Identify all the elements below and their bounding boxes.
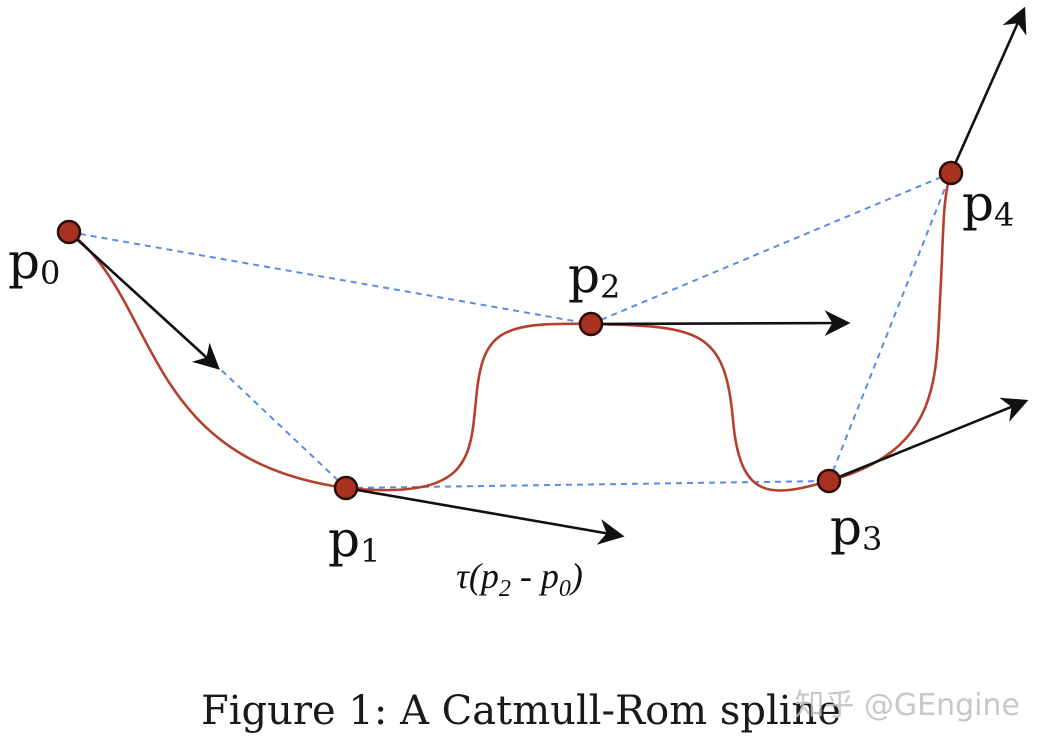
control-line-p1-tangent-tip <box>216 365 347 489</box>
catmull-rom-curve <box>67 171 953 492</box>
tangent-arrows <box>68 6 1029 545</box>
control-line-p3-p4 <box>828 172 952 482</box>
control-points <box>56 160 964 501</box>
control-point-p0 <box>56 219 82 245</box>
figure-caption: Figure 1: A Catmull-Rom spline <box>0 688 1046 734</box>
control-line-p0-p2 <box>68 231 592 325</box>
control-line-p2-p4 <box>590 172 952 325</box>
tangent-arrow-p2 <box>590 310 851 337</box>
tangent-arrow-p3 <box>828 397 1029 483</box>
control-point-p2 <box>578 311 604 337</box>
label-p3: p3 <box>830 498 882 558</box>
tangent-arrow-p0 <box>68 231 220 370</box>
label-p1: p1 <box>328 510 380 570</box>
control-point-p3 <box>816 468 842 494</box>
label-p2: p2 <box>568 246 620 306</box>
control-point-p1 <box>333 475 359 501</box>
tangent-arrow-p4 <box>949 6 1027 174</box>
control-point-p4 <box>938 160 964 186</box>
label-p4: p4 <box>962 174 1014 234</box>
figure-caption-text: Figure 1: A Catmull-Rom spline <box>201 688 841 734</box>
watermark: 知乎 @GEngine <box>794 688 1020 723</box>
label-p0: p0 <box>8 232 60 292</box>
tangent-formula-label: τ(p2 - p0) <box>456 556 583 602</box>
tangent-arrow-p1 <box>345 486 625 545</box>
